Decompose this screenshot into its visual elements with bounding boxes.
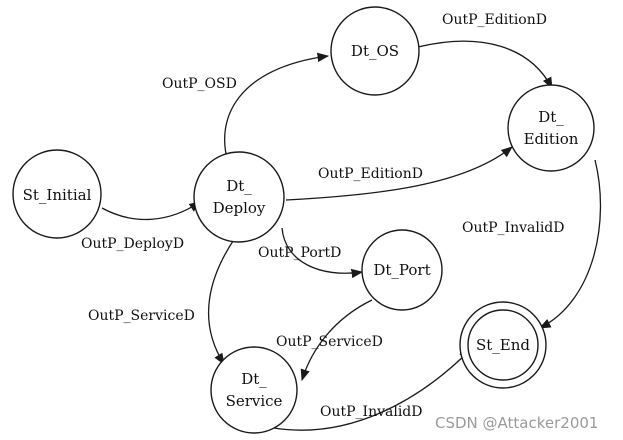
watermark: CSDN @Attacker2001 <box>435 414 599 432</box>
edge-deploy-to-edition <box>285 146 513 201</box>
state-label: Edition <box>524 130 579 148</box>
state-label: Dt_ <box>241 370 267 388</box>
edge-label-edition-from-os: OutP_EditionD <box>442 12 547 28</box>
edge-port-to-service <box>300 299 373 382</box>
state-dt-service: Dt_ Service <box>210 346 298 434</box>
edge-label-invalid-from-service: OutP_InvalidD <box>320 404 422 420</box>
state-dt-edition: Dt_ Edition <box>507 84 595 172</box>
edge-label-service-from-deploy: OutP_ServiceD <box>88 308 195 324</box>
state-label: Dt_ <box>226 177 252 195</box>
edge-label-port: OutP_PortD <box>258 245 341 261</box>
edge-label-deploy: OutP_DeployD <box>81 236 184 252</box>
state-label: St_End <box>476 336 530 354</box>
state-label: Dt_Port <box>373 261 430 279</box>
edge-deploy-to-os <box>224 52 330 163</box>
state-label: Service <box>226 392 283 410</box>
state-dt-os: Dt_OS <box>330 6 420 96</box>
edge-service-to-end <box>273 349 471 431</box>
edge-initial-to-deploy <box>101 201 201 221</box>
state-st-initial: St_Initial <box>12 149 102 239</box>
state-st-end: St_End <box>459 301 547 389</box>
edge-label-service-from-port: OutP_ServiceD <box>276 334 383 350</box>
edge-deploy-to-service <box>207 237 236 365</box>
state-dt-deploy: Dt_ Deploy <box>193 151 285 243</box>
edge-label-edition-from-deploy: OutP_EditionD <box>318 166 423 182</box>
edge-label-osd: OutP_OSD <box>162 76 237 92</box>
edge-label-invalid-from-edition: OutP_InvalidD <box>462 220 564 236</box>
edge-deploy-to-port <box>281 227 364 279</box>
edge-os-to-edition <box>417 40 553 90</box>
state-label: Deploy <box>213 199 266 217</box>
edge-edition-to-end <box>538 159 602 329</box>
state-label: Dt_OS <box>351 42 399 60</box>
state-label: Dt_ <box>538 108 564 126</box>
state-dt-port: Dt_Port <box>361 229 443 311</box>
state-label: St_Initial <box>23 186 92 204</box>
